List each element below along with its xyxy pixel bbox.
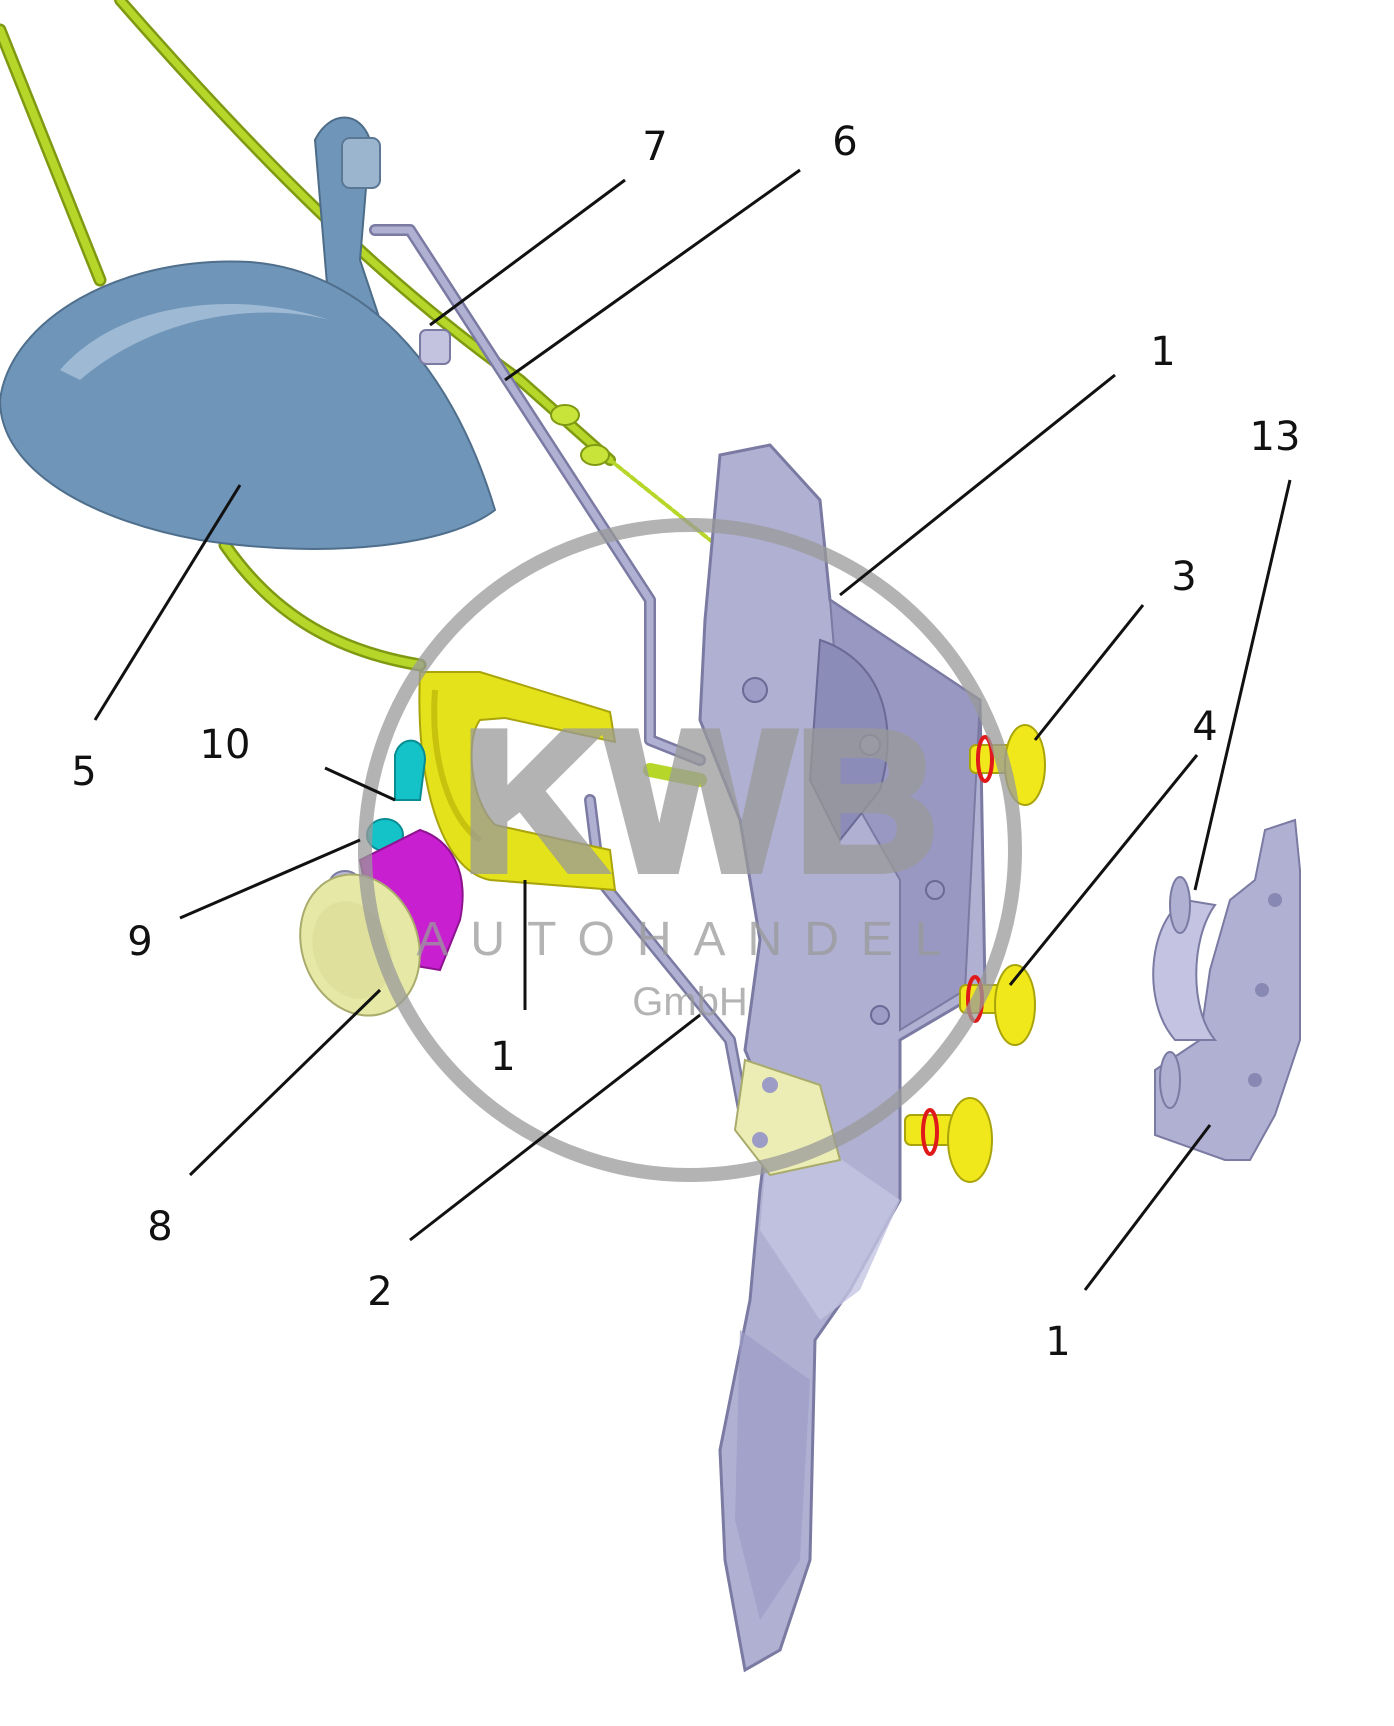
bolt-lower [904,1097,993,1183]
watermark: KWB AUTOHANDEL GmbH [358,518,1022,1182]
callout-8: 8 [147,1204,172,1250]
outer-door-handle [0,116,497,550]
callout-9: 9 [127,919,152,965]
callout-1-bracket: 1 [490,1034,515,1080]
callout-1-striker: 1 [1045,1319,1070,1365]
callout-13: 13 [1250,414,1301,460]
watermark-ring [358,518,1022,1182]
callout-5: 5 [71,749,96,795]
striker-plate [1152,818,1301,1161]
callout-3: 3 [1171,554,1196,600]
callout-labels: 7 6 1 13 3 4 5 10 9 1 8 2 1 [71,119,1300,1365]
callout-7: 7 [642,124,667,170]
callout-4: 4 [1192,704,1217,750]
callout-6: 6 [832,119,857,165]
handle-bracket [418,671,617,892]
watermark-logo: KWB [461,690,939,913]
watermark-line1: AUTOHANDEL [416,913,963,966]
door-lock-body [698,443,987,1673]
callout-10: 10 [200,722,251,768]
callout-1-lock: 1 [1150,329,1175,375]
callout-2: 2 [367,1269,392,1315]
operating-rods [369,224,751,1126]
leader-lines [93,168,1292,1291]
watermark-line2: GmbH [632,980,748,1024]
